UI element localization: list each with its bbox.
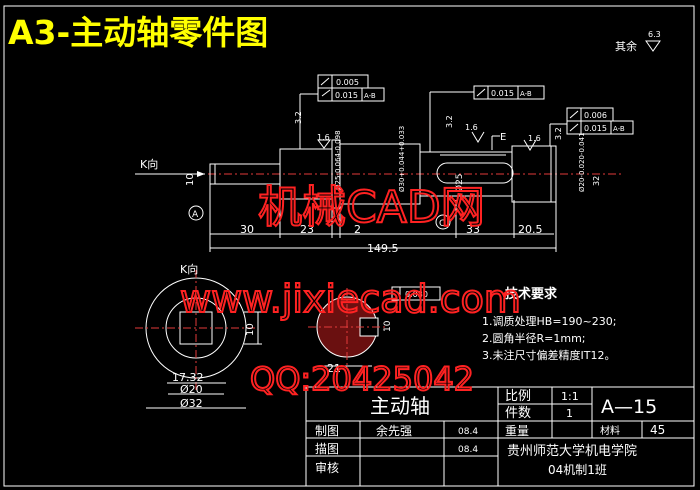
tb-org: 贵州师范大学机电学院 (507, 443, 637, 459)
tb-row-draw: 制图 (315, 424, 339, 438)
datum-c-symbol (435, 214, 451, 230)
roughness-value: 1.6 (317, 133, 330, 142)
tolerance-frames (299, 74, 634, 152)
tb-scale-value: 1:1 (561, 390, 579, 403)
tol-ref-box (517, 85, 545, 100)
title-block (305, 386, 695, 487)
dim-dia-1: 10 (185, 173, 196, 186)
dim-dia-2: Ø25-0.064-0.098 (334, 130, 342, 190)
section-tol-frame (391, 286, 441, 301)
dim-length-3: 2 (354, 223, 361, 236)
k-view-d-mid: Ø20 (180, 383, 203, 396)
section-key-width: 10 (383, 320, 393, 332)
section-view (308, 286, 441, 367)
tol-ref: A-B (613, 125, 625, 133)
tb-drawing-no: A—15 (601, 396, 657, 418)
section-tolerance: 0.030 (405, 290, 428, 299)
surface-note-value: 6.3 (648, 30, 661, 39)
k-view-label: K向 (140, 157, 158, 171)
tb-material-label: 材料 (600, 424, 620, 437)
tol-ref: A-B (364, 92, 376, 100)
drawing-title: A3-主动轴零件图 (8, 13, 268, 52)
tol-value: 0.006 (584, 111, 607, 120)
k-view-width: 10 (245, 323, 256, 336)
dim-dia-6: 32 (592, 176, 601, 186)
tol-value: 0.015 (584, 124, 607, 133)
roughness-symbol-icon (471, 131, 485, 143)
watermark-line-1: 机械CAD网 (258, 182, 485, 233)
tb-row-trace: 描图 (315, 442, 339, 456)
tb-drawer: 余先强 (376, 423, 412, 438)
section-depth: 21 (327, 362, 341, 375)
tol-ref: A-B (520, 90, 532, 98)
k-view-d-small: 17.32 (172, 371, 204, 384)
surface-note-label: 其余 (615, 39, 637, 53)
tol-value: 0.015 (335, 91, 358, 100)
roughness-value: 3.2 (554, 127, 563, 140)
tb-draw-date: 08.4 (458, 427, 478, 437)
k-view-title: K向 (180, 262, 198, 276)
tech-req-title: 技术要求 (505, 286, 558, 302)
tb-part-name: 主动轴 (370, 394, 430, 418)
tol-ref-box (361, 87, 385, 102)
tech-req-item-2: 2.圆角半径R=1mm; (482, 331, 586, 345)
dim-length-5: 20.5 (518, 223, 543, 236)
tech-req-item-3: 3.未注尺寸偏差精度IT12。 (482, 348, 615, 362)
length-dimensions (209, 184, 557, 252)
dim-length-2: 23 (300, 223, 314, 236)
tb-qty-label: 件数 (505, 406, 531, 421)
k-view (135, 270, 262, 409)
tb-material-value: 45 (650, 423, 665, 437)
title-block-frame (305, 386, 695, 487)
tol-ref-box (610, 120, 634, 135)
roughness-value: 1.6 (528, 134, 541, 143)
roughness-value: 3.2 (294, 111, 303, 124)
roughness-symbol-icon (317, 139, 331, 149)
dim-dia-3: Ø30+0.044+0.033 (398, 126, 406, 192)
tol-value: 0.015 (491, 89, 514, 98)
keyway-slot (436, 162, 514, 184)
datum-c-letter: C (439, 219, 445, 229)
watermark-line-2: www.jixiecad.com (180, 277, 521, 321)
roughness-symbol-icon (645, 40, 661, 52)
tb-qty-value: 1 (566, 407, 573, 420)
runout-symbol-icon (320, 77, 331, 97)
runout-symbol-icon (476, 88, 486, 97)
dim-length-1: 30 (240, 223, 254, 236)
tb-class: 04机制1班 (548, 463, 607, 477)
tb-weight-label: 重量 (505, 424, 529, 438)
tol-value: 0.005 (336, 78, 359, 87)
tb-trace-date: 08.4 (458, 445, 478, 455)
arrow-head-icon (197, 171, 205, 177)
runout-symbol-icon (569, 110, 579, 132)
roughness-value: 3.2 (445, 115, 454, 128)
shaft-segment-6 (511, 145, 557, 203)
shaft-main-view: K向 A C E (135, 132, 622, 230)
datum-a-symbol (188, 205, 204, 221)
tb-scale-label: 比例 (505, 389, 531, 404)
tech-req-item-1: 1.调质处理HB=190~230; (482, 315, 616, 328)
section-label: E (500, 132, 506, 143)
datum-a-letter: A (192, 210, 199, 220)
tb-row-check: 审核 (315, 460, 339, 475)
roughness-symbol-icon (523, 139, 537, 151)
k-view-d-large: Ø32 (180, 397, 203, 410)
roughness-value: 1.6 (465, 123, 478, 132)
watermark-line-3: QQ:20425042 (250, 360, 474, 398)
dim-dia-5: Ø20-0.020-0.041 (578, 132, 586, 192)
dim-dia-4: Ø25 (454, 173, 465, 192)
dim-length-4: 33 (466, 223, 480, 236)
dim-overall-length: 149.5 (367, 242, 399, 255)
